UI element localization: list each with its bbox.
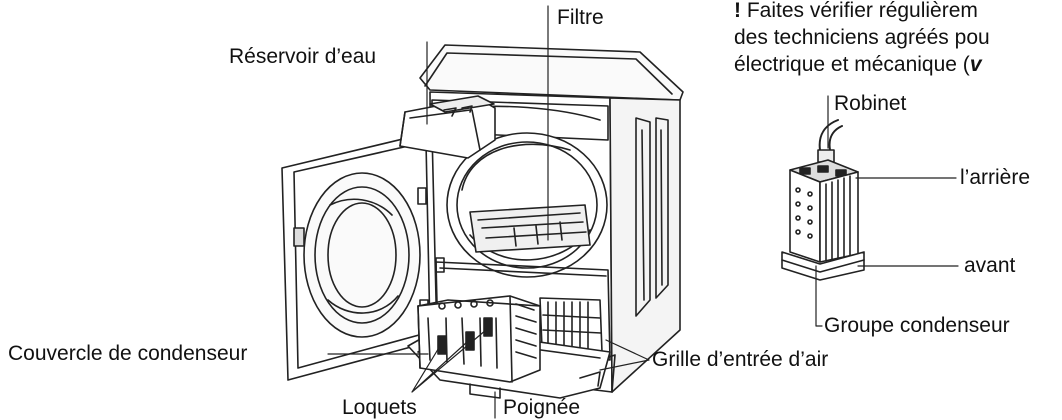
label-arriere: l’arrière (960, 166, 1031, 189)
label-grille-entree-air: Grille d’entrée d’air (652, 348, 829, 371)
dryer-cabinet (419, 44, 684, 393)
warning-note-line1: ! Faites vérifier régulièrem (734, 0, 978, 24)
label-filtre: Filtre (557, 6, 604, 29)
condenser-unit (407, 295, 611, 399)
label-avant: avant (964, 254, 1016, 277)
label-reservoir-eau: Réservoir d’eau (229, 45, 377, 68)
label-loquets: Loquets (342, 396, 417, 419)
open-door (281, 131, 438, 381)
warning-note-line3: électrique et mécanique (v (734, 51, 982, 78)
label-robinet: Robinet (834, 92, 907, 115)
label-couvercle-condenseur: Couvercle de condenseur (8, 342, 248, 365)
warning-note-line2: des techniciens agréés pou (734, 26, 990, 49)
label-poignee: Poignée (503, 396, 581, 419)
warning-mark: ! (734, 0, 741, 22)
leader-lines (327, 5, 959, 419)
label-groupe-condenseur: Groupe condenseur (824, 314, 1010, 337)
warning-note-text3: électrique et mécanique ( (734, 53, 970, 76)
warning-note-italic: v (969, 53, 982, 76)
water-reservoir (399, 95, 496, 159)
condenser-group-figure (781, 119, 865, 281)
air-intake-grille (539, 297, 603, 353)
warning-note-text1: Faites vérifier régulièrem (741, 0, 978, 22)
